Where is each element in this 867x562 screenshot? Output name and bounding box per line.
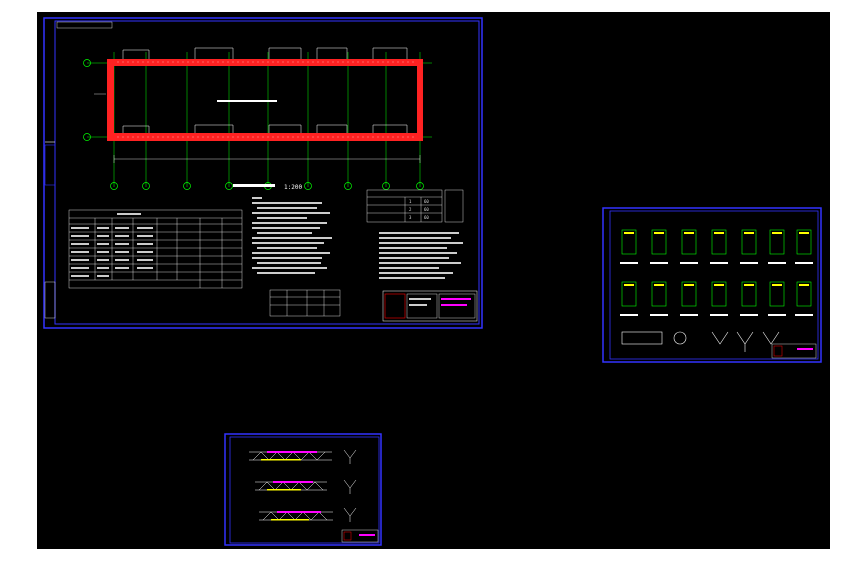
truss-joint-details	[343, 449, 357, 522]
connection-details-row	[621, 331, 780, 352]
main-title-block	[382, 290, 478, 322]
binding-strip-text	[44, 281, 56, 319]
plan-scale-label: 1:200	[284, 184, 302, 191]
material-table-row-2: 2	[409, 207, 412, 212]
bottom-title-block	[341, 529, 379, 543]
truss-member-highlights	[267, 451, 321, 513]
detail-sheet-right[interactable]	[602, 207, 822, 363]
model-space-background	[37, 12, 830, 549]
load-table	[269, 289, 341, 317]
plan-dimension-bottom	[113, 155, 421, 163]
truss-chord-yellow	[261, 459, 309, 521]
right-sheet-inner-frame	[609, 210, 819, 360]
material-table-value-3: 60	[424, 215, 429, 220]
cad-viewport[interactable]: 1:200	[37, 12, 830, 549]
main-plan-sheet[interactable]: 1:200	[43, 17, 483, 329]
material-table-row-1: 1	[409, 199, 412, 204]
column-sections-row-1	[621, 229, 812, 255]
material-table	[366, 189, 464, 223]
general-notes	[252, 197, 463, 279]
cad-drawing-canvas[interactable]: 1:200	[37, 12, 830, 549]
detail-sheet-bottom[interactable]	[224, 433, 382, 546]
binding-strip	[44, 144, 56, 186]
column-labels	[620, 262, 813, 316]
right-title-block	[771, 343, 817, 359]
main-sheet-outer-frame	[43, 17, 483, 329]
plan-labels-small	[217, 100, 277, 187]
truss-outlines-top	[122, 47, 408, 59]
grid-bubble-b	[83, 133, 91, 141]
bottom-sheet-outer-frame	[224, 433, 382, 546]
material-table-value-1: 60	[424, 199, 429, 204]
grid-bubble-a	[83, 59, 91, 67]
bottom-sheet-inner-frame	[229, 436, 380, 544]
right-sheet-outer-frame	[602, 207, 822, 363]
rebar-schedule-table	[68, 209, 243, 289]
truss-outlines-bottom	[122, 124, 408, 133]
column-rebar-marks	[624, 232, 809, 286]
material-table-value-2: 60	[424, 207, 429, 212]
column-sections-row-2	[621, 281, 812, 307]
plan-beam-outline	[107, 59, 423, 141]
material-table-row-3: 3	[409, 215, 412, 220]
rebar-schedule-text	[71, 213, 153, 277]
sheet-title-tab	[56, 21, 113, 29]
